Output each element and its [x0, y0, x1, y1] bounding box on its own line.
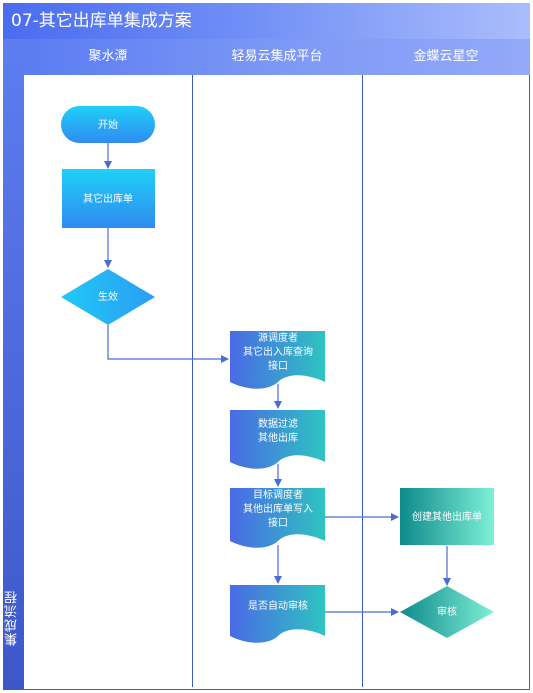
node-source-scheduler-line3: 接口	[268, 359, 288, 372]
node-data-filter-line1: 数据过滤	[258, 417, 298, 430]
swimlane-side-band	[3, 39, 24, 690]
lane-header: 聚水潭 轻易云集成平台 金蝶云星空	[24, 39, 530, 75]
node-target-scheduler-line3: 接口	[268, 516, 288, 529]
node-effective-label: 生效	[98, 290, 118, 303]
node-create-outbound-label: 创建其他出库单	[412, 510, 482, 523]
node-other-outbound: 其它出库单	[62, 169, 155, 228]
lane-title-qingyiyun: 轻易云集成平台	[231, 49, 323, 64]
connectors	[104, 143, 451, 616]
node-start: 开始	[61, 106, 155, 143]
node-auto-audit-label: 是否自动审核	[248, 599, 308, 612]
lane-divider-1	[192, 75, 193, 687]
node-data-filter-line2: 其他出库	[258, 431, 298, 444]
lane-title-jushuitan: 聚水潭	[88, 49, 128, 64]
lane-divider-2	[362, 75, 363, 687]
node-data-filter: 数据过滤 其他出库	[230, 410, 325, 469]
node-source-scheduler: 源调度者 其它出入库查询 接口	[230, 331, 325, 389]
node-create-outbound: 创建其他出库单	[400, 488, 494, 545]
node-audit-label: 审核	[437, 605, 457, 618]
connector-effective-to-source	[107, 325, 229, 363]
node-effective: 生效	[61, 269, 155, 325]
node-target-scheduler-line2: 其他出库单写入	[243, 502, 313, 515]
node-audit: 审核	[400, 586, 494, 638]
node-source-scheduler-line1: 源调度者	[258, 331, 298, 344]
node-start-label: 开始	[98, 118, 118, 131]
page-title: 07-其它出库单集成方案	[3, 3, 530, 39]
lane-title-kingdee: 金蝶云星空	[413, 49, 479, 64]
node-auto-audit: 是否自动审核	[230, 585, 325, 643]
node-target-scheduler: 目标调度者 其他出库单写入 接口	[230, 488, 325, 548]
node-target-scheduler-line1: 目标调度者	[253, 488, 303, 501]
node-source-scheduler-line2: 其它出入库查询	[243, 345, 313, 358]
node-other-outbound-label: 其它出库单	[83, 192, 133, 205]
